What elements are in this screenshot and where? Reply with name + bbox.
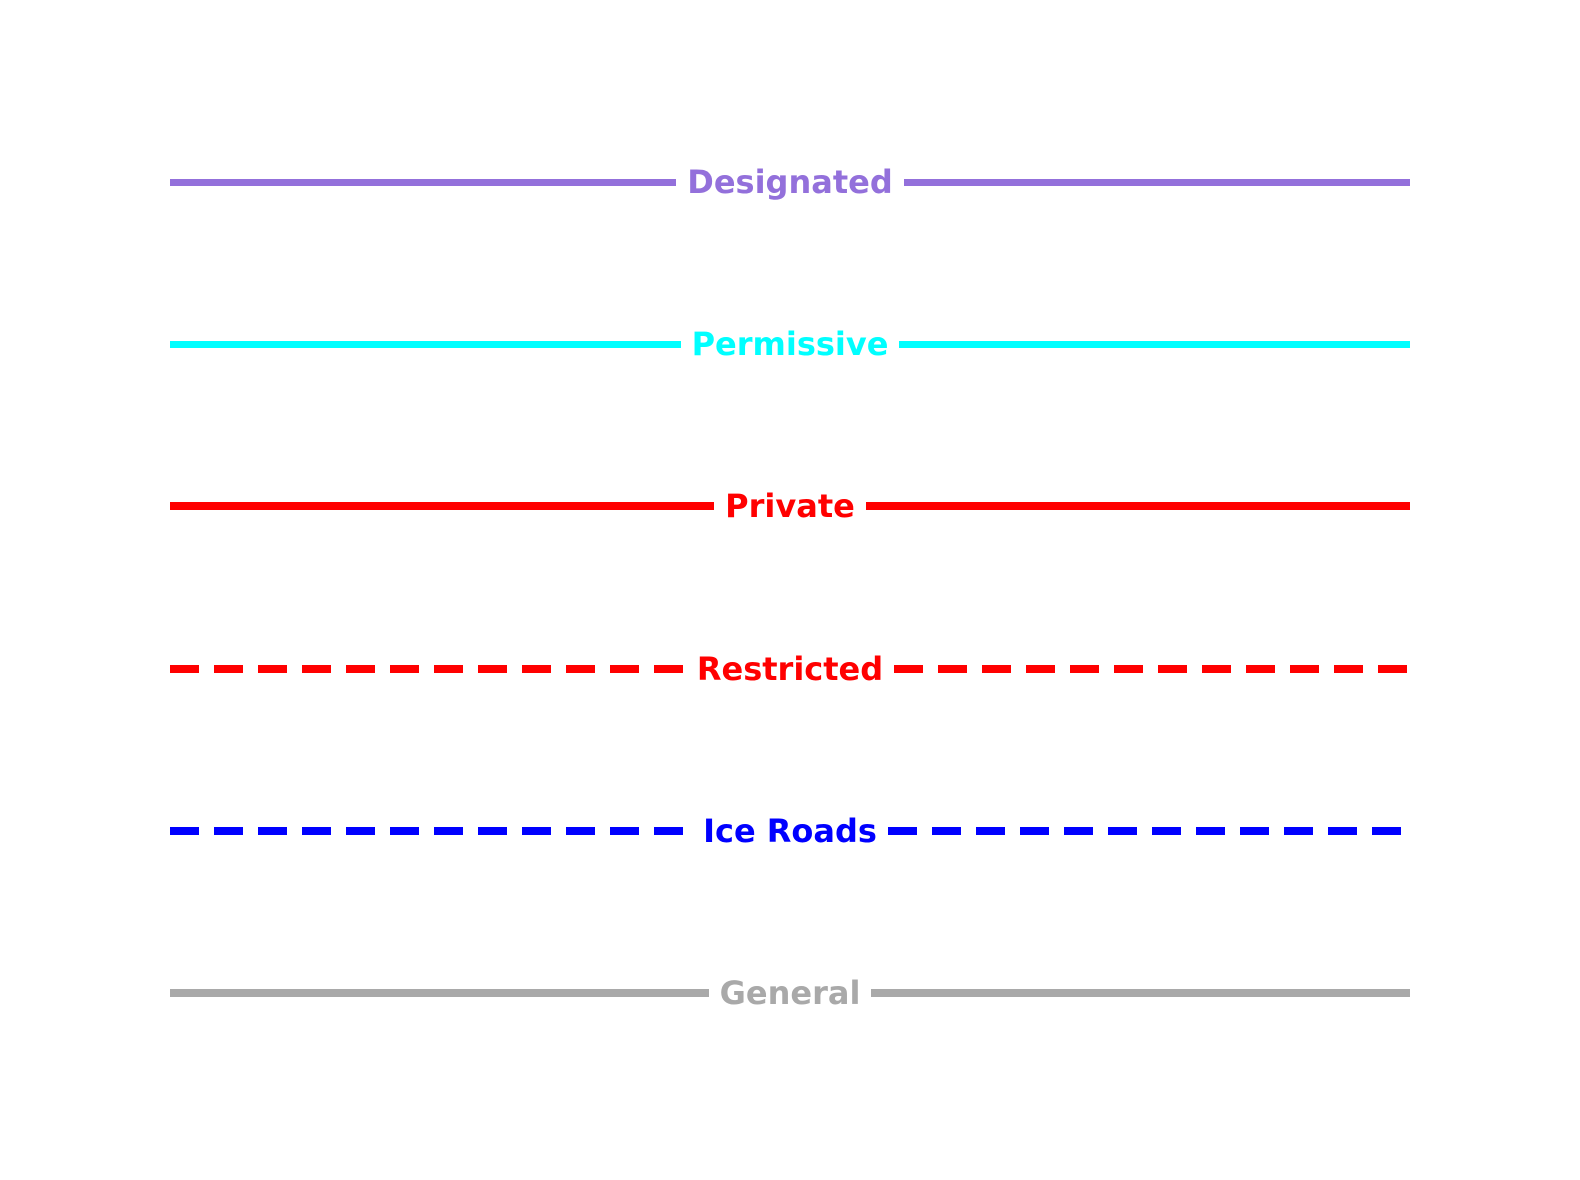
permissive-label: Permissive bbox=[691, 325, 889, 363]
general-line-left bbox=[170, 989, 709, 997]
restricted-line-right bbox=[894, 665, 1410, 673]
general-line-right bbox=[871, 989, 1411, 997]
ice-roads-label: Ice Roads bbox=[703, 812, 877, 850]
private-line-left bbox=[170, 502, 715, 510]
restricted-line-left bbox=[170, 665, 686, 673]
legend-item-general: General bbox=[170, 971, 1411, 1015]
legend-item-private: Private bbox=[170, 484, 1410, 528]
private-line-right bbox=[865, 502, 1410, 510]
legend-item-restricted: Restricted bbox=[170, 647, 1410, 691]
restricted-label: Restricted bbox=[696, 650, 884, 688]
legend-item-designated: Designated bbox=[170, 160, 1410, 204]
designated-label: Designated bbox=[687, 163, 893, 201]
general-label: General bbox=[719, 974, 861, 1012]
designated-line-left bbox=[170, 178, 677, 186]
permissive-line-left bbox=[170, 340, 681, 348]
ice-roads-line-right bbox=[887, 827, 1411, 835]
private-label: Private bbox=[725, 487, 855, 525]
legend-item-permissive: Permissive bbox=[170, 322, 1410, 366]
designated-line-right bbox=[903, 178, 1410, 186]
permissive-line-right bbox=[899, 340, 1410, 348]
legend-item-ice-roads: Ice Roads bbox=[170, 809, 1411, 853]
ice-roads-line-left bbox=[170, 827, 693, 835]
